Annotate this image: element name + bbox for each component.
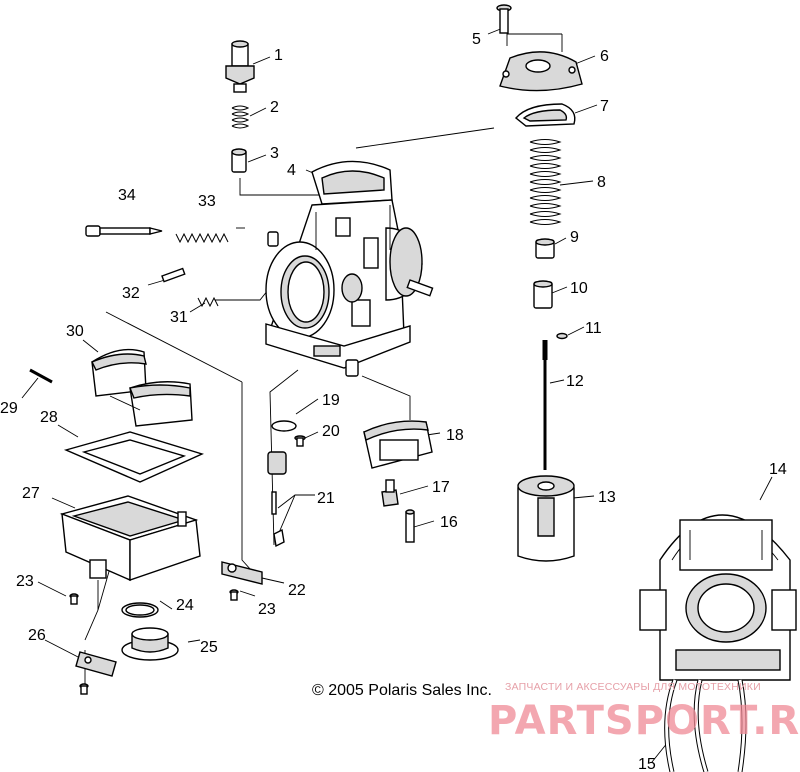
part-32-screw <box>161 267 186 283</box>
part-16-pilot-jet <box>405 509 415 543</box>
watermark: ЗАПЧАСТИ И АКСЕССУАРЫ ДЛЯ МОТОТЕХНИКИ PA… <box>488 681 800 744</box>
callout-30: 30 <box>66 323 84 340</box>
callout-24: 24 <box>176 597 194 614</box>
part-26-bracket <box>75 651 117 695</box>
callout-19: 19 <box>322 392 340 409</box>
callout-14: 14 <box>769 461 787 478</box>
callout-22: 22 <box>288 582 306 599</box>
part-25-drain-plug <box>121 627 179 661</box>
part-14-carb-assembly-inset <box>639 514 797 681</box>
callout-32: 32 <box>122 285 140 302</box>
callout-10: 10 <box>570 280 588 297</box>
callout-2: 2 <box>270 99 279 116</box>
callout-6: 6 <box>600 48 609 65</box>
leader-lines <box>21 27 773 763</box>
part-23-screw-right <box>229 589 239 601</box>
callout-15: 15 <box>638 756 656 772</box>
copyright-notice: © 2005 Polaris Sales Inc. <box>312 682 492 699</box>
part-29-pin <box>29 368 53 384</box>
part-34-adjuster-screw <box>85 225 163 237</box>
callout-9: 9 <box>570 229 579 246</box>
part-1-fitting <box>225 40 255 93</box>
part-15-hoses <box>664 679 747 772</box>
callout-21: 21 <box>317 490 335 507</box>
part-20-screw <box>294 435 306 447</box>
part-19-o-ring <box>271 420 297 432</box>
part-7-gasket <box>514 103 576 127</box>
watermark-logo: PARTSPORT.RU <box>488 698 800 744</box>
callout-16: 16 <box>440 514 458 531</box>
callout-29: 29 <box>0 400 18 417</box>
part-5-screw <box>496 4 512 34</box>
part-33-spring <box>175 232 229 244</box>
callout-23-left: 23 <box>16 573 34 590</box>
part-3-plunger <box>231 148 247 173</box>
callout-27: 27 <box>22 485 40 502</box>
part-18-float <box>363 420 433 469</box>
callout-33: 33 <box>198 193 216 210</box>
part-6-cap <box>499 51 583 92</box>
callout-17: 17 <box>432 479 450 496</box>
callout-13: 13 <box>598 489 616 506</box>
callout-18: 18 <box>446 427 464 444</box>
callout-1: 1 <box>274 47 283 64</box>
callout-7: 7 <box>600 98 609 115</box>
part-21-jet-parts <box>267 451 287 548</box>
part-23-screw-left <box>69 593 79 605</box>
callout-8: 8 <box>597 174 606 191</box>
part-2-spring <box>231 105 250 129</box>
watermark-tagline: ЗАПЧАСТИ И АКСЕССУАРЫ ДЛЯ МОТОТЕХНИКИ <box>505 681 761 693</box>
part-24-o-ring <box>121 602 159 618</box>
part-17-main-jet <box>381 479 399 507</box>
callout-11: 11 <box>585 320 602 337</box>
callout-25: 25 <box>200 639 218 656</box>
part-30-float-assembly <box>91 348 193 427</box>
callout-28: 28 <box>40 409 58 426</box>
part-4-carburetor-body <box>265 160 434 377</box>
callout-3: 3 <box>270 145 279 162</box>
callout-23-right: 23 <box>258 601 276 618</box>
callout-4: 4 <box>287 162 296 179</box>
callout-34: 34 <box>118 187 136 204</box>
callout-labels: 1 2 3 4 5 6 7 8 9 10 11 12 13 14 15 16 1… <box>0 31 787 772</box>
part-8-spring <box>529 139 562 225</box>
part-28-gasket <box>63 431 204 483</box>
part-10-needle-holder <box>533 280 553 309</box>
part-31-spring <box>197 296 219 308</box>
callout-31: 31 <box>170 309 188 326</box>
part-11-clip <box>556 332 568 340</box>
callout-26: 26 <box>28 627 46 644</box>
part-27-float-bowl <box>59 495 201 582</box>
part-22-plate <box>221 561 263 585</box>
callout-12: 12 <box>566 373 584 390</box>
callout-20: 20 <box>322 423 340 440</box>
callout-5: 5 <box>472 31 481 48</box>
part-9-retainer <box>535 238 555 259</box>
part-13-throttle-slide <box>517 475 575 562</box>
